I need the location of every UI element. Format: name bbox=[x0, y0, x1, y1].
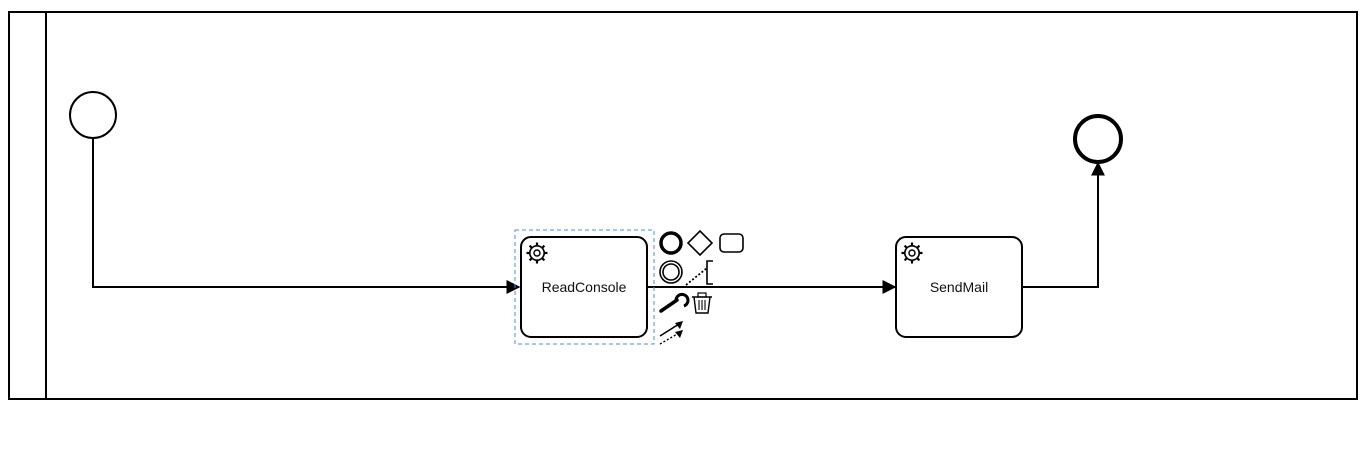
task-readconsole[interactable]: ReadConsole bbox=[514, 229, 655, 345]
append-gateway-icon[interactable] bbox=[686, 229, 714, 257]
end-event[interactable] bbox=[1073, 114, 1123, 164]
selection-outline bbox=[514, 229, 655, 345]
delete-trash-icon[interactable] bbox=[689, 290, 715, 316]
append-intermediate-event-icon[interactable] bbox=[658, 259, 684, 285]
append-task-icon[interactable] bbox=[717, 230, 745, 256]
pool-participant[interactable] bbox=[8, 11, 1358, 400]
sequence-flow-start-to-readconsole[interactable] bbox=[92, 138, 521, 294]
start-event[interactable] bbox=[69, 91, 117, 139]
service-task-gear-icon bbox=[525, 241, 549, 265]
append-text-annotation-icon[interactable] bbox=[685, 259, 716, 286]
task-label: SendMail bbox=[930, 279, 988, 295]
context-pad bbox=[656, 229, 745, 345]
connect-sequence-flow-icon[interactable] bbox=[656, 318, 686, 345]
task-label: ReadConsole bbox=[542, 279, 627, 295]
service-task-gear-icon bbox=[900, 241, 924, 265]
task-sendmail[interactable]: SendMail bbox=[895, 236, 1023, 338]
sequence-flow-sendmail-to-end[interactable] bbox=[1022, 161, 1105, 288]
change-type-wrench-icon[interactable] bbox=[658, 290, 690, 316]
append-end-event-icon[interactable] bbox=[658, 230, 684, 256]
